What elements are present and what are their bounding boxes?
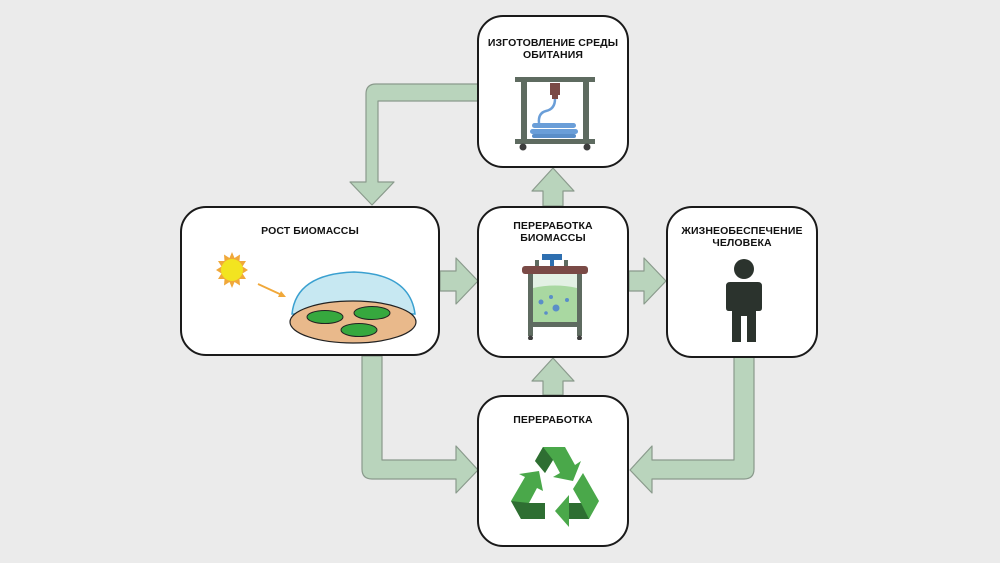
recycle-icon bbox=[511, 447, 599, 527]
node-habitat: ИЗГОТОВЛЕНИЕ СРЕДЫ ОБИТАНИЯ bbox=[477, 15, 629, 168]
node-habitat-title: ИЗГОТОВЛЕНИЕ СРЕДЫ ОБИТАНИЯ bbox=[479, 37, 627, 61]
bioreactor-icon bbox=[522, 254, 588, 340]
person-icon bbox=[726, 259, 762, 342]
3d-printer-icon bbox=[515, 77, 595, 151]
node-habitat-title-line1: ИЗГОТОВЛЕНИЕ СРЕДЫ bbox=[487, 37, 619, 49]
node-life-support-title-line2: ЧЕЛОВЕКА bbox=[712, 237, 772, 249]
arrow-processing-to-life-support bbox=[628, 257, 667, 305]
node-growth-title-line1: РОСТ БИОМАССЫ bbox=[261, 225, 359, 237]
node-habitat-title-line2: ОБИТАНИЯ bbox=[522, 49, 584, 61]
node-recycling-title: ПЕРЕРАБОТКА bbox=[479, 414, 627, 426]
arrow-growth-to-recycling bbox=[361, 355, 479, 494]
node-growth-title: РОСТ БИОМАССЫ bbox=[182, 225, 438, 237]
node-recycling: ПЕРЕРАБОТКА bbox=[477, 395, 629, 547]
sun-and-dome-with-biomass-icon bbox=[216, 252, 417, 344]
node-growth: РОСТ БИОМАССЫ bbox=[180, 206, 440, 356]
node-processing-title-line2: БИОМАССЫ bbox=[520, 232, 586, 244]
node-life-support-title: ЖИЗНЕОБЕСПЕЧЕНИЕ ЧЕЛОВЕКА bbox=[668, 225, 816, 249]
arrow-processing-to-habitat bbox=[531, 167, 575, 207]
arrow-icon bbox=[257, 283, 286, 297]
dome-icon bbox=[289, 271, 417, 344]
node-recycling-title-line1: ПЕРЕРАБОТКА bbox=[513, 414, 593, 426]
arrow-growth-to-processing bbox=[439, 257, 479, 305]
node-processing-title: ПЕРЕРАБОТКА БИОМАССЫ bbox=[479, 220, 627, 244]
node-processing: ПЕРЕРАБОТКА БИОМАССЫ bbox=[477, 206, 629, 358]
node-processing-title-line1: ПЕРЕРАБОТКА bbox=[513, 220, 593, 232]
sun-icon bbox=[216, 252, 248, 288]
arrow-recycling-to-processing bbox=[531, 357, 575, 396]
arrow-habitat-to-growth bbox=[349, 83, 479, 206]
node-life-support-title-line1: ЖИЗНЕОБЕСПЕЧЕНИЕ bbox=[681, 225, 803, 237]
arrow-life-support-to-recycling bbox=[629, 355, 755, 494]
node-life-support: ЖИЗНЕОБЕСПЕЧЕНИЕ ЧЕЛОВЕКА bbox=[666, 206, 818, 358]
